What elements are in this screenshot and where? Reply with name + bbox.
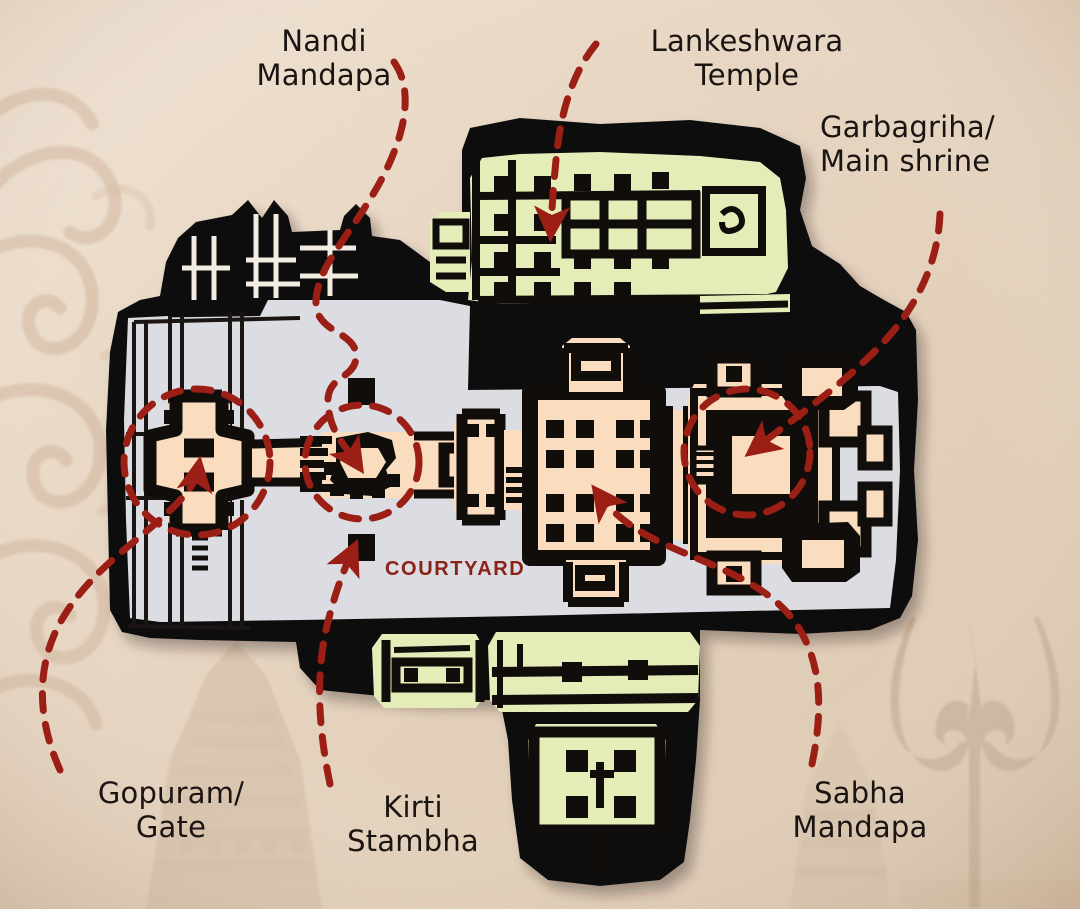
highlight-circle-gopuram [120,385,274,539]
leader-sabha-mandapa [591,484,823,768]
label-garbagriha: Garbagriha/ Main shrine [820,110,995,179]
region-garbagriha-main-shrine [688,350,893,596]
lankeshwara-west-annex [430,212,470,292]
label-gopuram-gate: Gopuram/ Gate [97,776,245,845]
leader-gopuram-gate [38,455,213,774]
region-lankeshwara-temple [430,152,790,314]
label-nandi-mandapa: Nandi Mandapa [256,24,392,93]
leader-kirti-stambha [316,538,360,788]
highlight-circle-garbagriha [680,385,814,519]
leader-lankeshwara-temple [534,40,600,243]
kirti-stambha-north [348,378,375,405]
label-sabha-mandapa: Sabha Mandapa [792,776,928,845]
region-mid-transition [438,408,522,526]
leader-nandi-mandapa [312,58,409,475]
label-courtyard: COURTYARD [385,558,526,580]
sabha-pillar-grid [546,420,658,542]
northwest-rock-outcrop [182,214,358,300]
label-lankeshwara-temple: Lankeshwara Temple [650,24,844,93]
leader-garbagriha [744,210,944,457]
region-sabha-mandapa [522,338,697,607]
label-kirti-stambha: Kirti Stambha [347,790,479,859]
region-south-shrines [372,632,700,878]
highlight-circle-nandi [301,401,423,523]
